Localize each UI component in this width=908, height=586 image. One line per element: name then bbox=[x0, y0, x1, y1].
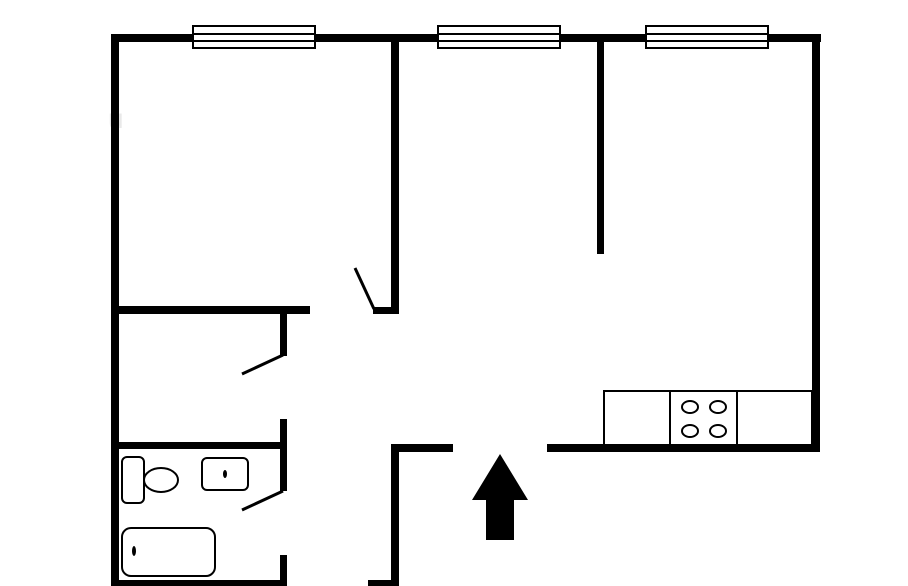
bedroom-right-wall bbox=[391, 38, 399, 313]
entrance-left-top-wall bbox=[391, 444, 453, 452]
bedroom-door-stub bbox=[373, 307, 399, 314]
entrance-left-wall bbox=[391, 444, 399, 586]
arrow-up-icon bbox=[472, 454, 528, 540]
kitchen-counter bbox=[603, 390, 813, 446]
kitchen-partition bbox=[597, 38, 604, 254]
doors bbox=[241, 267, 376, 512]
bathroom-right-wall-lower bbox=[280, 555, 287, 586]
bathroom-right-wall-upper bbox=[280, 445, 287, 491]
interior-walls bbox=[115, 38, 604, 586]
window-icon bbox=[192, 25, 316, 49]
storage-right-wall-lower bbox=[280, 419, 287, 449]
toilet-icon bbox=[121, 456, 179, 504]
door-swing-icon bbox=[353, 267, 376, 310]
windows bbox=[192, 25, 769, 49]
door-swing-icon bbox=[241, 353, 284, 376]
hallway-bottom-stub bbox=[368, 580, 396, 586]
door-swing-icon bbox=[241, 489, 284, 512]
bathtub-icon bbox=[121, 527, 216, 577]
bathroom-bottom-wall bbox=[115, 580, 287, 586]
stove-icon bbox=[681, 400, 727, 438]
right-wall bbox=[812, 34, 820, 452]
kitchen-bottom-wall bbox=[547, 444, 820, 452]
storage-right-wall-upper bbox=[280, 310, 287, 356]
sink-icon bbox=[201, 457, 249, 491]
counter-top bbox=[603, 390, 813, 446]
bathroom-fixtures bbox=[121, 456, 249, 577]
window-icon bbox=[437, 25, 561, 49]
bedroom-bottom-wall bbox=[115, 306, 310, 314]
bathroom-top-wall bbox=[115, 442, 287, 449]
window-icon bbox=[645, 25, 769, 49]
